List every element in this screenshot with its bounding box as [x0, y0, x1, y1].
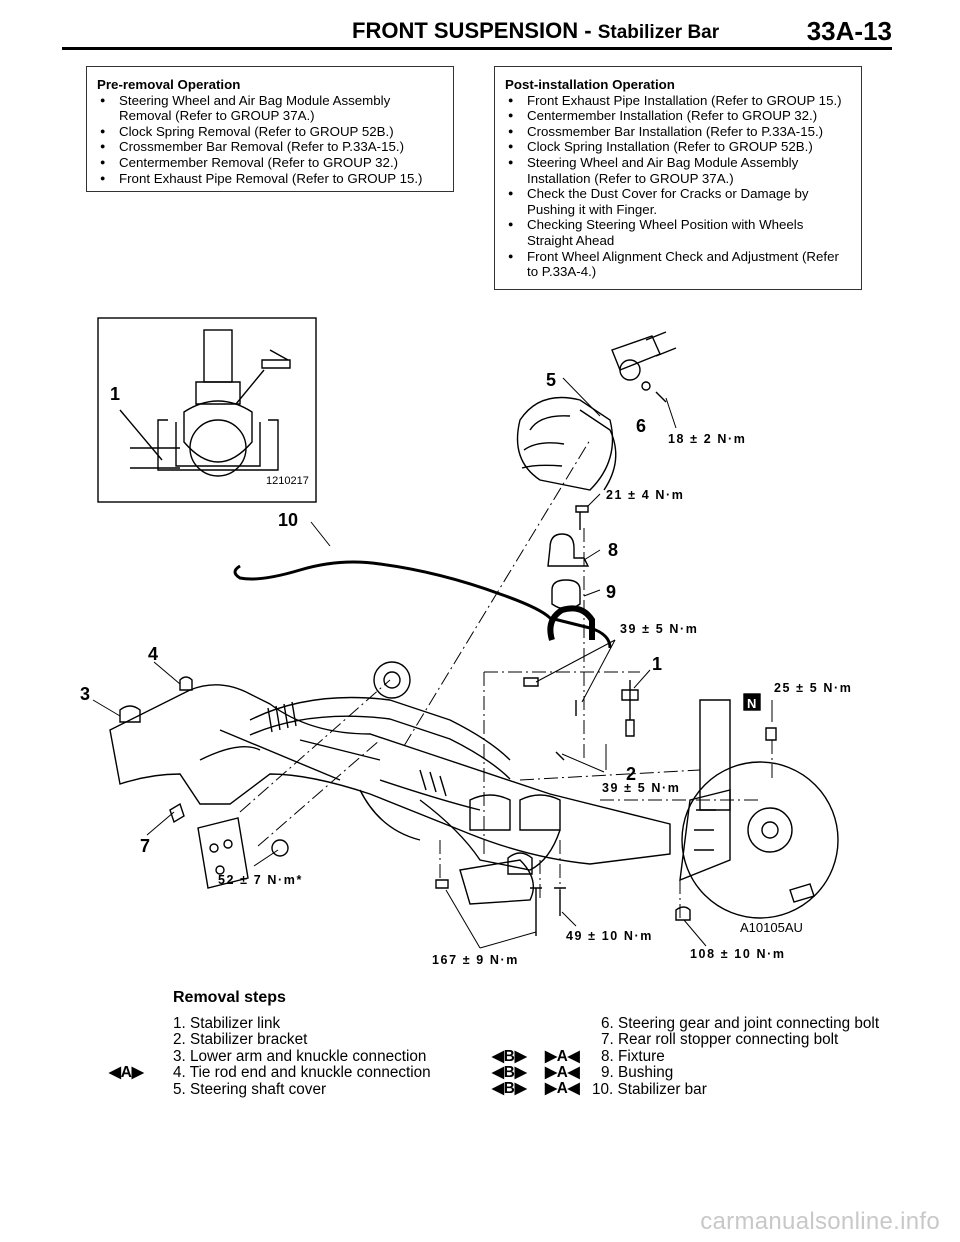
roll-stopper — [169, 802, 289, 889]
callout-10: 10 — [278, 510, 298, 530]
torque-39a: 39 ± 5 N·m — [620, 622, 698, 636]
list-item: Checking Steering Wheel Position with Wh… — [505, 217, 851, 248]
crossmember — [109, 684, 671, 905]
steering-rack — [249, 661, 511, 797]
subsection-name: Stabilizer Bar — [597, 22, 720, 43]
list-item: Clock Spring Installation (Refer to GROU… — [505, 139, 851, 155]
step-item: 10. Stabilizer bar — [592, 1080, 707, 1098]
guide-lines — [239, 439, 773, 920]
figure-code: A10105AU — [740, 920, 803, 935]
list-item: Centermember Installation (Refer to GROU… — [505, 108, 851, 124]
list-item: Steering Wheel and Air Bag Module Assemb… — [505, 155, 851, 186]
service-mark-b: ◀B▶ — [492, 1048, 527, 1065]
callout-2: 2 — [626, 764, 636, 784]
stabilizer-link — [621, 680, 639, 737]
list-item: Centermember Removal (Refer to GROUP 32.… — [97, 155, 443, 171]
bracket-shape — [547, 533, 590, 567]
stabilizer-bar — [233, 560, 612, 649]
step-item: 8. Fixture — [601, 1047, 665, 1065]
torque-39b: 39 ± 5 N·m — [602, 781, 680, 795]
torque-25: 25 ± 5 N·m — [774, 681, 852, 695]
removal-steps-left: 1. Stabilizer link 2. Stabilizer bracket… — [173, 1015, 431, 1098]
callout-n: N — [747, 696, 756, 711]
service-mark-b: ◀B▶ — [492, 1080, 527, 1097]
watermark: carmanualsonline.info — [700, 1208, 940, 1235]
callout-3: 3 — [80, 684, 90, 704]
section-name: FRONT SUSPENSION - — [352, 18, 592, 43]
ball-joint-illustration — [119, 329, 291, 477]
post-installation-list: Front Exhaust Pipe Installation (Refer t… — [505, 93, 851, 280]
torque-52: 52 ± 7 N·m* — [218, 873, 303, 887]
steering-joint — [611, 331, 677, 403]
bolts — [435, 505, 691, 936]
removal-steps-title: Removal steps — [173, 989, 286, 1006]
callout-4: 4 — [148, 644, 158, 664]
list-item: Front Exhaust Pipe Installation (Refer t… — [505, 93, 851, 109]
n-marker — [743, 693, 761, 711]
list-item: Crossmember Bar Installation (Refer to P… — [505, 124, 851, 140]
list-item: Front Wheel Alignment Check and Adjustme… — [505, 249, 851, 280]
step-item: 6. Steering gear and joint connecting bo… — [601, 1015, 880, 1032]
knuckle-disc — [679, 699, 839, 919]
service-mark-a: ◀A▶ — [109, 1064, 144, 1081]
service-mark-a: ▶A◀ — [545, 1064, 580, 1081]
list-item: Crossmember Bar Removal (Refer to P.33A-… — [97, 139, 443, 155]
list-item: Clock Spring Removal (Refer to GROUP 52B… — [97, 124, 443, 140]
header-rule — [62, 47, 892, 50]
torque-49: 49 ± 10 N·m — [566, 929, 653, 943]
callout-9: 9 — [606, 582, 616, 602]
service-mark-a: ▶A◀ — [545, 1048, 580, 1065]
torque-167: 167 ± 9 N·m — [432, 953, 519, 967]
pre-removal-list: Steering Wheel and Air Bag Module Assemb… — [97, 93, 443, 187]
step-item: 7. Rear roll stopper connecting bolt — [601, 1031, 839, 1049]
section-title: FRONT SUSPENSION - Stabilizer Bar — [352, 18, 719, 44]
steering-shaft-cover — [516, 396, 617, 491]
pre-removal-title: Pre-removal Operation — [97, 77, 241, 92]
step-item: 5. Steering shaft cover — [173, 1080, 327, 1098]
bushing-shape — [551, 579, 581, 610]
callout-1-inset: 1 — [110, 384, 120, 404]
leader-lines — [92, 377, 773, 949]
torque-18: 18 ± 2 N·m — [668, 432, 746, 446]
callout-5: 5 — [546, 370, 556, 390]
step-item: 9. Bushing — [601, 1064, 674, 1082]
list-item: Check the Dust Cover for Cracks or Damag… — [505, 186, 851, 217]
service-mark-a: ▶A◀ — [545, 1080, 580, 1097]
torque-21: 21 ± 4 N·m — [606, 488, 684, 502]
ball-joints — [119, 676, 533, 875]
torque-108: 108 ± 10 N·m — [690, 947, 786, 961]
inset-frame — [97, 317, 317, 503]
post-installation-box: Post-installation Operation Front Exhaus… — [494, 66, 862, 290]
callout-8: 8 — [608, 540, 618, 560]
removal-steps-right: 6. Steering gear and joint connecting bo… — [592, 1015, 880, 1098]
list-item: Steering Wheel and Air Bag Module Assemb… — [97, 93, 443, 124]
page-number: 33A-13 — [806, 16, 892, 46]
service-mark-b: ◀B▶ — [492, 1064, 527, 1081]
page-header: FRONT SUSPENSION - Stabilizer Bar 33A-13 — [62, 14, 892, 50]
step-item: 3. Lower arm and knuckle connection — [173, 1047, 427, 1065]
callout-7: 7 — [140, 836, 150, 856]
step-item: 1. Stabilizer link — [173, 1015, 281, 1032]
step-item: 4. Tie rod end and knuckle connection — [173, 1064, 431, 1082]
step-item: 2. Stabilizer bracket — [173, 1031, 308, 1049]
list-item: Front Exhaust Pipe Removal (Refer to GRO… — [97, 171, 443, 187]
inset-code: 1210217 — [266, 475, 309, 487]
pre-removal-box: Pre-removal Operation Steering Wheel and… — [86, 66, 454, 192]
callout-1: 1 — [652, 654, 662, 674]
post-installation-title: Post-installation Operation — [505, 77, 675, 92]
callout-6: 6 — [636, 416, 646, 436]
